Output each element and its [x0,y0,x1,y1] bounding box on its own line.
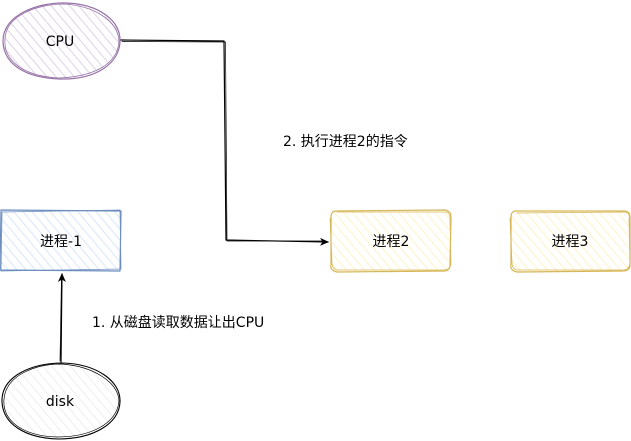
process-2-label: 进程2 [373,234,410,250]
process-1-label: 进程-1 [40,234,82,250]
edge-label-execute-process2: 2. 执行进程2的指令 [283,134,408,150]
edge-disk-to-process1 [57,273,66,363]
process-3-node: 进程3 [509,210,631,273]
process-1-node: 进程-1 [0,209,122,272]
disk-node: disk [1,362,121,440]
process-2-node: 进程2 [329,209,452,273]
cpu-label: CPU [46,34,74,50]
disk-label: disk [46,394,75,410]
edge-cpu-to-process2 [120,39,329,246]
process-3-label: 进程3 [552,234,589,250]
edge-label-disk-read: 1. 从磁盘读取数据让出CPU [92,314,264,331]
cpu-node: CPU [2,2,121,80]
